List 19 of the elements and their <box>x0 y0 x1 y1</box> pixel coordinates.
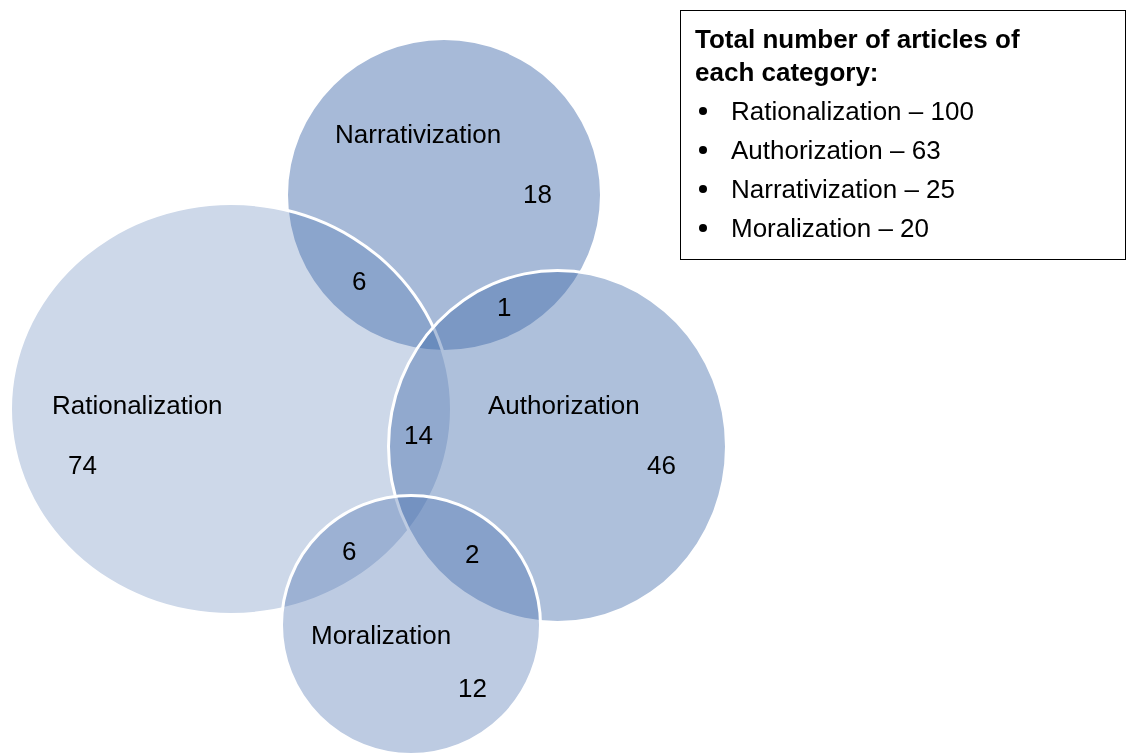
category-label: Moralization <box>311 622 452 648</box>
legend-box <box>680 10 1126 260</box>
legend-heading: Total number of articles of each category: <box>695 23 1021 88</box>
bullet-item: Rationalization – 100 <box>695 92 1111 131</box>
bullet-item: Moralization – 20 <box>695 209 1111 248</box>
overlap-count: 14 <box>404 422 433 448</box>
count-label: 46 <box>647 452 676 478</box>
bullet-item: Authorization – 63 <box>695 131 1111 170</box>
count-label: 74 <box>68 452 97 478</box>
count-label: 12 <box>458 675 487 701</box>
category-label: Authorization <box>488 392 640 418</box>
overlap-count: 6 <box>352 268 367 294</box>
overlap-count: 1 <box>497 294 512 320</box>
overlap-count: 2 <box>465 541 480 567</box>
category-label: Rationalization <box>52 392 223 418</box>
category-label: Narrativization <box>335 121 502 147</box>
count-label: 18 <box>523 181 552 207</box>
bullet-item: Narrativization – 25 <box>695 170 1111 209</box>
overlap-count: 6 <box>342 538 357 564</box>
